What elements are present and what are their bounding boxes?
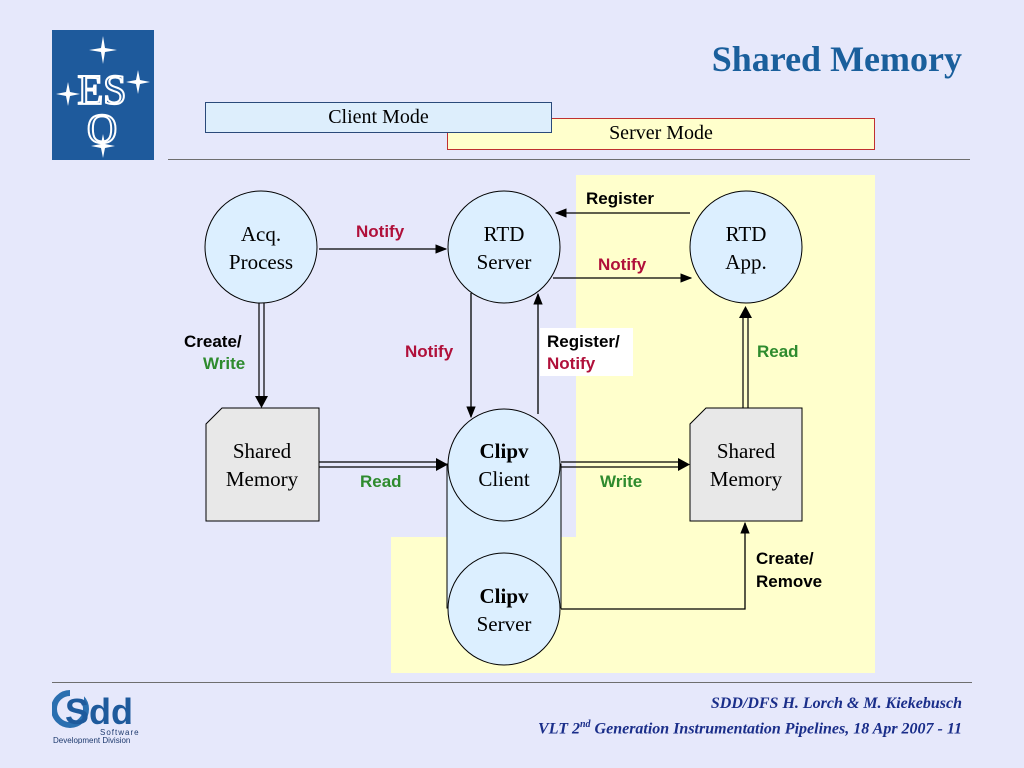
label-read-left: Read (360, 472, 402, 491)
shm-left-line1: Shared (233, 439, 292, 463)
acq-process-line2: Process (229, 250, 293, 274)
footer-divider (52, 682, 972, 683)
label-notify-part: Notify (547, 354, 596, 373)
edge-clipv-server-to-shm-right (561, 521, 750, 610)
shm-right-line2: Memory (710, 467, 783, 491)
label-register-top: Register (586, 189, 654, 208)
sdd-logo-graphic: Sdd Software Development Division (51, 690, 140, 745)
footer-event-pre: VLT 2 (538, 720, 580, 738)
node-rtd-app (689, 190, 803, 304)
label-read-right: Read (757, 342, 799, 361)
rtd-server-line1: RTD (484, 222, 525, 246)
sdd-logo-line2: Development Division (53, 736, 130, 744)
edge-shm-right-to-rtd-app (739, 306, 752, 408)
node-shm-left (205, 407, 320, 522)
clipv-server-line2: Server (477, 612, 532, 636)
footer-event-post: Generation Instrumentation Pipelines, 18… (590, 720, 962, 738)
client-mode-label: Client Mode (328, 106, 429, 128)
label-create-write: Create/ (184, 332, 242, 351)
node-acq-process (204, 190, 318, 304)
label-create-part2: Create (756, 549, 809, 568)
footer-authors: SDD/DFS H. Lorch & M. Kiekebusch (710, 695, 962, 712)
edge-clipv-client-to-shm-right (561, 458, 690, 471)
shm-right-line1: Shared (717, 439, 776, 463)
label-notify-acq: Notify (356, 222, 405, 241)
rtd-app-line1: RTD (726, 222, 767, 246)
sdd-logo: Sdd Software Development Division (51, 688, 147, 745)
node-clipv-client (447, 408, 561, 522)
node-rtd-server (447, 190, 561, 304)
label-register-part: Register (547, 332, 615, 351)
label-remove-part: Remove (756, 572, 822, 591)
label-write-mid: Write (600, 472, 642, 491)
header-divider (168, 159, 970, 160)
edge-shm-left-to-clipv-client (319, 458, 448, 471)
rtd-server-line2: Server (477, 250, 532, 274)
eso-logo-letters-es: ES (77, 68, 126, 114)
edge-acq-to-shm-left (255, 303, 268, 408)
label-notify-mid: Notify (405, 342, 454, 361)
clipv-client-line1: Clipv (479, 439, 529, 463)
register-notify-label-bg (540, 328, 633, 376)
sdd-logo-line1: Software (100, 728, 140, 737)
node-shm-right (689, 407, 803, 522)
footer-event-sup: nd (579, 719, 591, 730)
footer-event: VLT 2nd Generation Instrumentation Pipel… (538, 719, 962, 738)
clipv-server-line1: Clipv (479, 584, 529, 608)
node-clipv-server (447, 552, 561, 666)
shm-left-line2: Memory (226, 467, 299, 491)
acq-process-line1: Acq. (241, 222, 281, 246)
label-write-part: Write (203, 354, 245, 373)
eso-logo-graphic: ES O (56, 36, 150, 158)
label-create-remove: Create/ (756, 549, 814, 568)
eso-logo-letter-o: O (87, 107, 117, 153)
label-create-part: Create (184, 332, 237, 351)
sdd-logo-letters: Sdd (65, 691, 133, 732)
eso-logo: ES O (52, 30, 154, 160)
clipv-client-line2: Client (478, 467, 529, 491)
server-mode-label: Server Mode (609, 122, 713, 144)
label-notify-rtd-app: Notify (598, 255, 647, 274)
page-title: Shared Memory (711, 39, 962, 79)
rtd-app-line2: App. (725, 250, 766, 274)
label-register-notify: Register/ (547, 332, 620, 351)
client-mode-box: Client Mode (205, 102, 552, 133)
